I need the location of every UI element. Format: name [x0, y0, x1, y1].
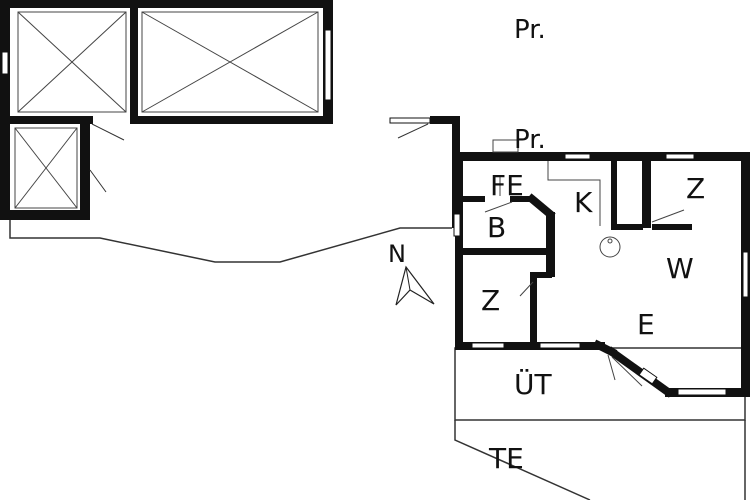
house-angled-walls [526, 193, 674, 398]
north-arrow [395, 265, 435, 306]
label-k: K [574, 186, 593, 219]
label-w: W [666, 252, 694, 285]
upper-left-windows [1, 29, 431, 124]
upper-left-walls [0, 0, 460, 228]
label-b: B [487, 211, 506, 244]
label-ut: ÜT [514, 367, 552, 401]
label-fe: FE [490, 169, 524, 202]
label-z-lower: Z [481, 284, 500, 317]
label-pr-entry: Pr. [514, 125, 546, 155]
label-e: E [637, 308, 655, 341]
terrace-outlines [9, 218, 746, 500]
label-z-top: Z [686, 172, 705, 205]
label-te: TE [488, 442, 524, 475]
upper-door-lines [89, 123, 429, 193]
label-north: N [388, 240, 406, 268]
label-pr-outside: Pr. [514, 15, 546, 45]
house-interior-lines [484, 139, 685, 387]
house-windows [453, 153, 749, 396]
storage-cross-boxes [14, 11, 319, 209]
